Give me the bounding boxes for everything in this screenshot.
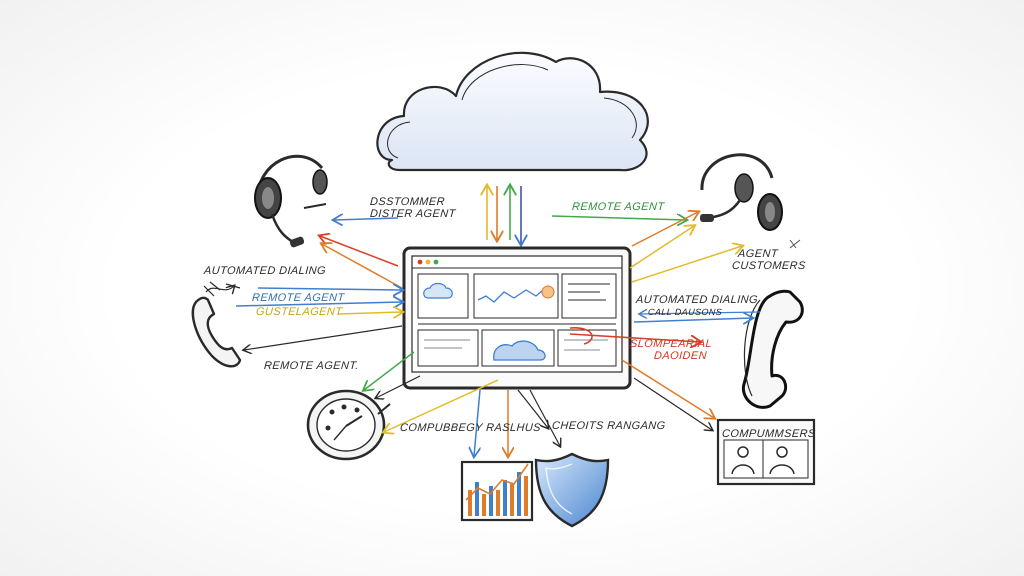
label-call-dausons: CALL DAUSONS	[647, 307, 723, 317]
label-automated-dialing-right: AUTOMATED DIALING	[635, 294, 759, 306]
label-customer: DSSTOMMER	[369, 196, 446, 208]
shield-icon	[534, 452, 610, 528]
label-slompearial: SLOMPEARIAL	[629, 338, 713, 350]
label-agent: AGENT	[737, 248, 779, 260]
phone-handset-icon	[741, 289, 804, 409]
users-panel-icon	[716, 418, 816, 486]
connector-arrows	[205, 212, 761, 456]
label-remote-agent-top: REMOTE AGENT	[571, 201, 665, 213]
headset-icon	[254, 154, 328, 248]
gauge-icon	[306, 389, 391, 461]
label-automated-dialing-left: AUTOMATED DIALING	[203, 265, 327, 277]
bar-chart-icon	[460, 460, 534, 522]
label-compubbegy-raslhus: COMPUBBEGY RASLHUS	[399, 422, 542, 434]
label-dister-agent: DISTER AGENT	[369, 208, 457, 220]
cloud-icon	[376, 51, 649, 172]
label-customers: CUSTOMERS	[731, 260, 807, 272]
label-compummsers: COMPUMMSERS	[721, 428, 817, 440]
label-daoiden: DAOIDEN	[653, 350, 708, 362]
label-remote-agent-left: REMOTE AGENT	[251, 292, 345, 304]
headset-icon	[700, 153, 801, 249]
label-guest-agent: GUSTELAGENT	[255, 306, 343, 318]
browser-dashboard-icon	[402, 246, 632, 390]
phone-handset-icon	[191, 281, 242, 368]
label-cheoits-ranganag: CHEOITS RANGANG	[551, 420, 666, 432]
label-remote-agent-bottom: REMOTE AGENT.	[263, 360, 360, 372]
cloud-links	[487, 186, 521, 244]
